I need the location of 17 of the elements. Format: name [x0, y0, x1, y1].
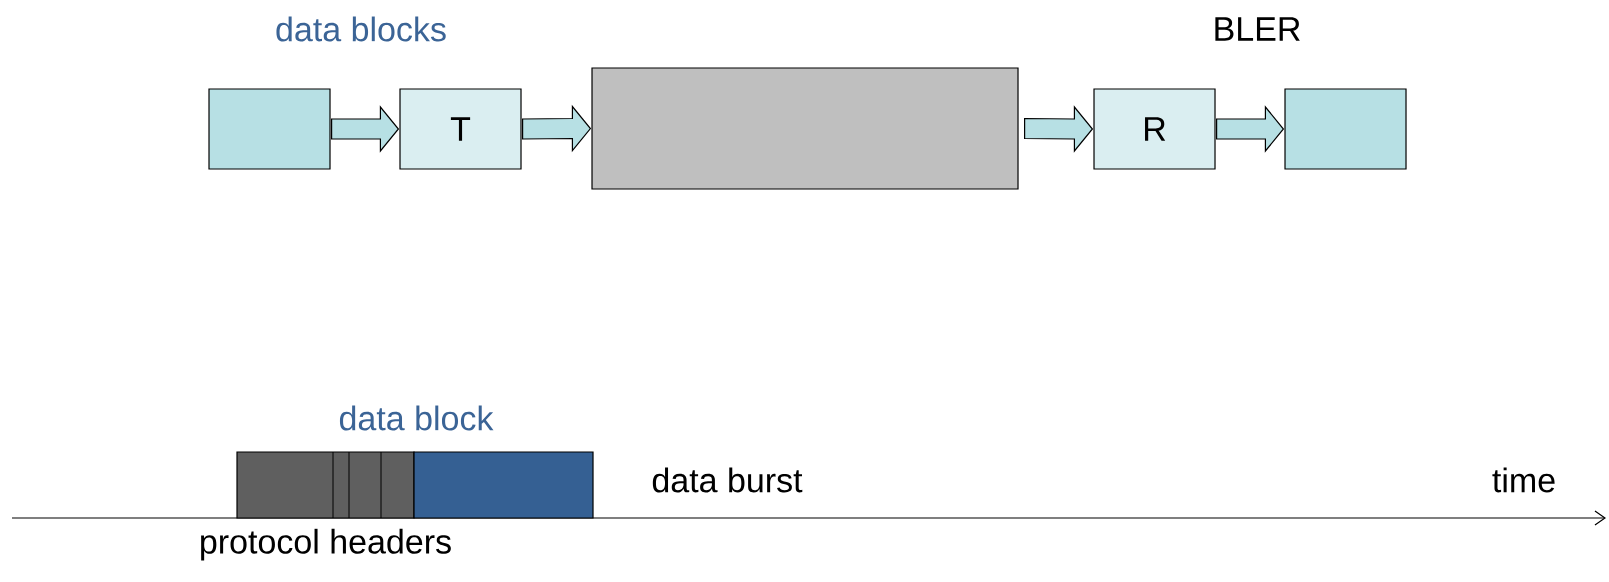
process-box: T — [399, 88, 522, 170]
label-text: data block — [339, 405, 494, 431]
label-text: data burst — [652, 467, 803, 493]
block-arrow — [1216, 105, 1285, 153]
process-box: R — [1093, 88, 1216, 170]
node-label: protocol headers — [201, 528, 451, 561]
block-arrow — [1024, 105, 1094, 153]
label-text: BLER — [1215, 17, 1300, 41]
data-box — [208, 88, 331, 170]
label-text: data blocks — [276, 16, 446, 42]
block-arrow — [331, 105, 400, 153]
header-block: protocol headers — [201, 451, 451, 561]
block-arrow — [522, 104, 592, 153]
label-text: time — [1492, 467, 1555, 493]
data-box — [1284, 88, 1407, 170]
data-block — [413, 451, 594, 519]
channel-box — [591, 67, 1019, 190]
